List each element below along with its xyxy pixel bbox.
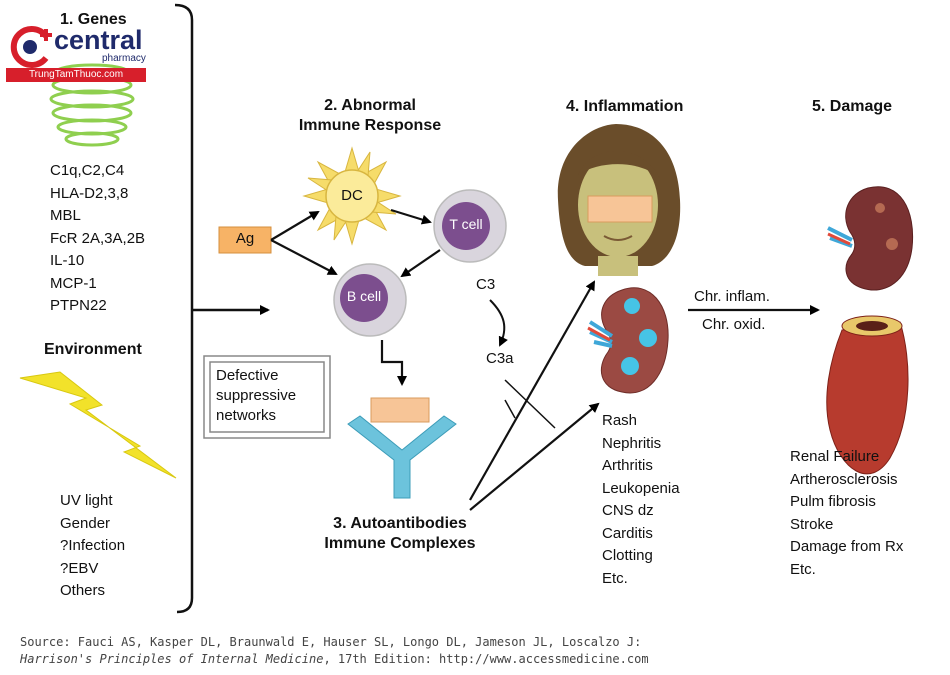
environment-item: ?EBV <box>60 559 99 577</box>
inflamed-kidney-icon <box>587 287 669 394</box>
c3a-label: C3a <box>486 350 514 367</box>
environment-item: UV light <box>60 492 113 509</box>
genes-item: PTPN22 <box>50 297 107 314</box>
b-cell-label: B cell <box>346 288 382 304</box>
damage-title: 5. Damage <box>812 98 893 115</box>
suppressive-box-outer <box>203 355 331 439</box>
inflammation-item: Carditis <box>602 524 653 542</box>
damage-item: Artherosclerosis <box>790 470 898 488</box>
autoantibodies-title-line2: Immune Complexes <box>324 535 476 552</box>
c3-label: C3 <box>476 276 496 293</box>
suppressive-line: Defective <box>216 367 279 384</box>
ag-label: Ag <box>235 230 255 247</box>
inflammation-item: Etc. <box>602 569 628 587</box>
transition-line1: Chr. inflam. <box>694 288 770 305</box>
damage-item: Pulm fibrosis <box>790 493 876 510</box>
inflammation-list: Rash Nephritis Arthritis Leukopenia CNS … <box>602 410 680 590</box>
logo-site: TrungTamThuoc.com <box>6 68 146 82</box>
genes-item: MCP-1 <box>50 274 97 292</box>
genes-title: 1. Genes <box>60 11 127 28</box>
face-icon <box>557 124 681 276</box>
lightning-bolt-icon <box>19 371 177 479</box>
environment-item: Others <box>60 582 106 599</box>
immune-title-line1: 2. Abnormal <box>324 97 416 114</box>
suppressive-label: Defective suppressive networks <box>216 366 296 426</box>
damage-list: Renal Failure Artherosclerosis Pulm fibr… <box>790 446 903 581</box>
autoantibodies-title-line1: 3. Autoantibodies <box>333 515 467 532</box>
environment-title: Environment <box>44 341 142 358</box>
source-line2: Harrison's Principles of Internal Medici… <box>20 651 649 668</box>
suppressive-line: networks <box>216 407 277 424</box>
inflammation-item: Arthritis <box>602 457 653 474</box>
source-line1: Source: Fauci AS, Kasper DL, Braunwald E… <box>20 635 642 649</box>
environment-item: ?Infection <box>60 537 126 554</box>
antigen-box <box>218 226 272 254</box>
damage-item: Damage from Rx <box>790 538 904 555</box>
brand-logo: central pharmacy TrungTamThuoc.com <box>6 22 146 84</box>
t-cell-label: T cell <box>449 216 483 232</box>
environment-item: Gender <box>60 514 111 532</box>
dc-label: DC <box>341 187 363 204</box>
damage-item: Etc. <box>790 560 816 578</box>
transition-line2: Chr. oxid. <box>702 316 766 333</box>
inflammation-item: Leukopenia <box>602 479 680 497</box>
logo-name: central <box>54 25 143 55</box>
environment-list: UV light Gender ?Infection ?EBV Others <box>60 490 125 603</box>
genes-item: IL-10 <box>50 252 85 269</box>
inflammation-item: CNS dz <box>602 502 654 519</box>
inflammation-item: Clotting <box>602 547 653 564</box>
genes-list: C1q,C2,C4 HLA-D2,3,8 MBL FcR 2A,3A,2B IL… <box>50 160 145 318</box>
genes-item: C1q,C2,C4 <box>50 162 125 179</box>
suppressive-box-inner <box>209 361 325 433</box>
logo-site-text: TrungTamThuoc.com <box>28 69 124 80</box>
left-bracket <box>174 3 194 614</box>
inflammation-title: 4. Inflammation <box>566 98 684 115</box>
damage-item: Renal Failure <box>790 448 880 465</box>
source-edition-url: , 17th Edition: http://www.accessmedicin… <box>323 652 649 666</box>
inflammation-item: Nephritis <box>602 434 662 452</box>
antibody-icon <box>347 397 457 499</box>
artery-icon <box>826 315 909 475</box>
immune-title: 2. Abnormal Immune Response <box>280 96 460 136</box>
damaged-kidney-icon <box>827 186 914 291</box>
logo-mark-icon <box>10 26 52 68</box>
dendritic-cell-icon <box>302 146 402 246</box>
genes-item: FcR 2A,3A,2B <box>50 229 146 247</box>
damage-item: Stroke <box>790 515 834 533</box>
autoantibodies-title: 3. Autoantibodies Immune Complexes <box>300 514 500 554</box>
immune-title-line2: Immune Response <box>298 117 442 134</box>
b-cell-icon <box>333 263 407 337</box>
t-cell-icon <box>433 189 507 263</box>
logo-sub: pharmacy <box>102 53 146 64</box>
suppressive-line: suppressive <box>216 387 297 404</box>
source-citation: Source: Fauci AS, Kasper DL, Braunwald E… <box>20 634 649 668</box>
genes-item: MBL <box>50 207 81 224</box>
genes-item: HLA-D2,3,8 <box>50 184 129 202</box>
inflammation-item: Rash <box>602 412 638 429</box>
source-book-title: Harrison's Principles of Internal Medici… <box>20 652 324 666</box>
